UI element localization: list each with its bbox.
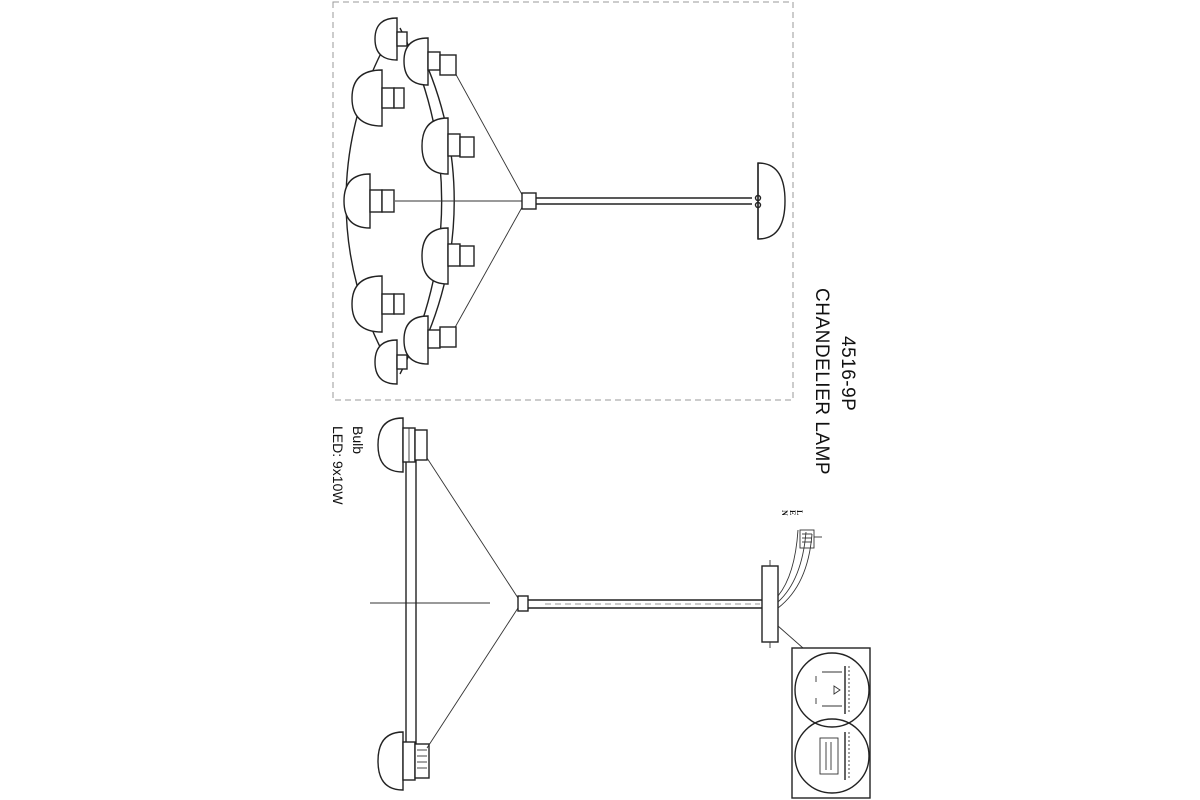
ceiling-canopy — [757, 162, 786, 240]
product-name: CHANDELIER LAMP — [811, 288, 832, 475]
center-hub — [521, 192, 537, 210]
lamp-shade — [374, 339, 408, 385]
model-number: 4516-9P — [837, 336, 858, 412]
canopy-screw — [754, 194, 762, 202]
bulb-spec: LED: 9x10W — [330, 426, 346, 505]
wire — [777, 533, 813, 609]
lamp-shade — [374, 17, 408, 61]
lamp-shade — [351, 69, 405, 127]
lamp-shade — [351, 275, 405, 333]
lamp-shade — [377, 731, 430, 791]
center-hub — [517, 595, 529, 612]
installation-detail — [791, 647, 871, 799]
detail-circle — [794, 718, 870, 794]
cable — [426, 607, 519, 749]
top-view-frame — [332, 1, 794, 401]
cable — [447, 201, 526, 341]
terminal-block — [799, 529, 822, 549]
lamp-shade — [343, 173, 395, 229]
ceiling-canopy — [761, 565, 779, 643]
lamp-shade — [403, 315, 457, 365]
side-view — [370, 417, 822, 791]
detail-leader — [777, 625, 804, 649]
top-view — [332, 1, 794, 401]
canopy-screw — [754, 201, 762, 209]
wire-label-n: N — [780, 510, 789, 516]
wire — [777, 531, 807, 603]
cable — [447, 59, 526, 201]
lamp-shade — [421, 227, 475, 285]
lamp-shade — [403, 37, 457, 86]
detail-circle — [794, 652, 870, 728]
lamp-shade — [377, 417, 428, 473]
wire-label-e: E — [788, 510, 797, 516]
lamp-shade — [421, 117, 475, 175]
detail-frame — [791, 647, 871, 799]
bulb-label: Bulb — [350, 426, 366, 455]
wire — [777, 529, 799, 597]
cable — [426, 457, 519, 599]
